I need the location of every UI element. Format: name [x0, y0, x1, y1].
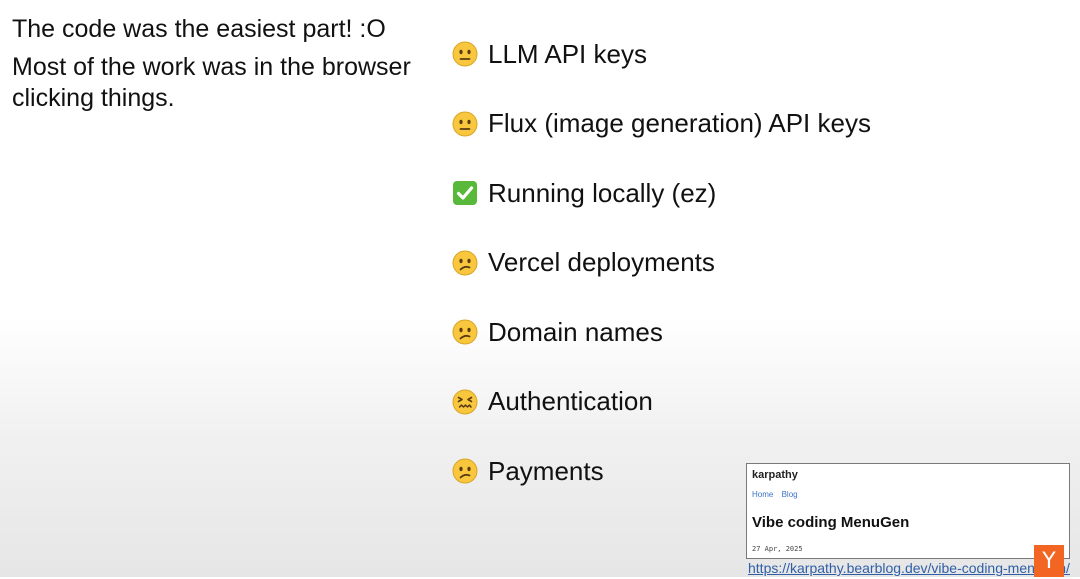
list-item: Authentication	[452, 382, 871, 422]
check-mark-button-icon	[453, 181, 477, 205]
confounded-face-icon	[452, 389, 478, 414]
neutral-face-icon	[452, 41, 478, 67]
list-item: Domain names	[452, 312, 871, 352]
list-item: LLM API keys	[452, 34, 871, 74]
slide-heading: The code was the easiest part! :O	[12, 15, 386, 43]
y-combinator-logo-icon: Y	[1034, 545, 1064, 577]
blog-post-title: Vibe coding MenuGen	[752, 514, 910, 531]
list-item: Flux (image generation) API keys	[452, 104, 871, 144]
slide-body-text: Most of the work was in the browser clic…	[12, 53, 411, 112]
blog-post-url-link[interactable]: https://karpathy.bearblog.dev/vibe-codin…	[748, 560, 1070, 576]
list-item: Running locally (ez)	[452, 173, 871, 213]
blog-preview-card: karpathy Home Blog Vibe coding MenuGen 2…	[746, 463, 1070, 559]
blog-author: karpathy	[752, 469, 798, 481]
list-item-label: Flux (image generation) API keys	[488, 108, 871, 138]
blog-nav-blog-link[interactable]: Blog	[781, 490, 798, 499]
list-item-label: Running locally (ez)	[488, 177, 717, 208]
blog-post-date: 27 Apr, 2025	[752, 545, 803, 553]
list-item-label: Vercel deployments	[488, 247, 715, 277]
list-item: Payments	[452, 451, 871, 491]
task-list: LLM API keys Flux (image generation) API…	[452, 34, 871, 521]
list-item-label: Payments	[488, 455, 604, 486]
list-item-label: LLM API keys	[488, 38, 647, 69]
confused-face-icon	[452, 250, 478, 275]
confused-face-icon	[452, 458, 478, 484]
blog-nav-home-link[interactable]: Home	[752, 490, 774, 499]
list-item: Vercel deployments	[452, 243, 871, 283]
blog-nav: Home Blog	[752, 490, 804, 499]
confused-face-icon	[452, 319, 478, 345]
neutral-face-icon	[452, 111, 478, 136]
list-item-label: Domain names	[488, 316, 663, 347]
list-item-label: Authentication	[488, 386, 653, 416]
